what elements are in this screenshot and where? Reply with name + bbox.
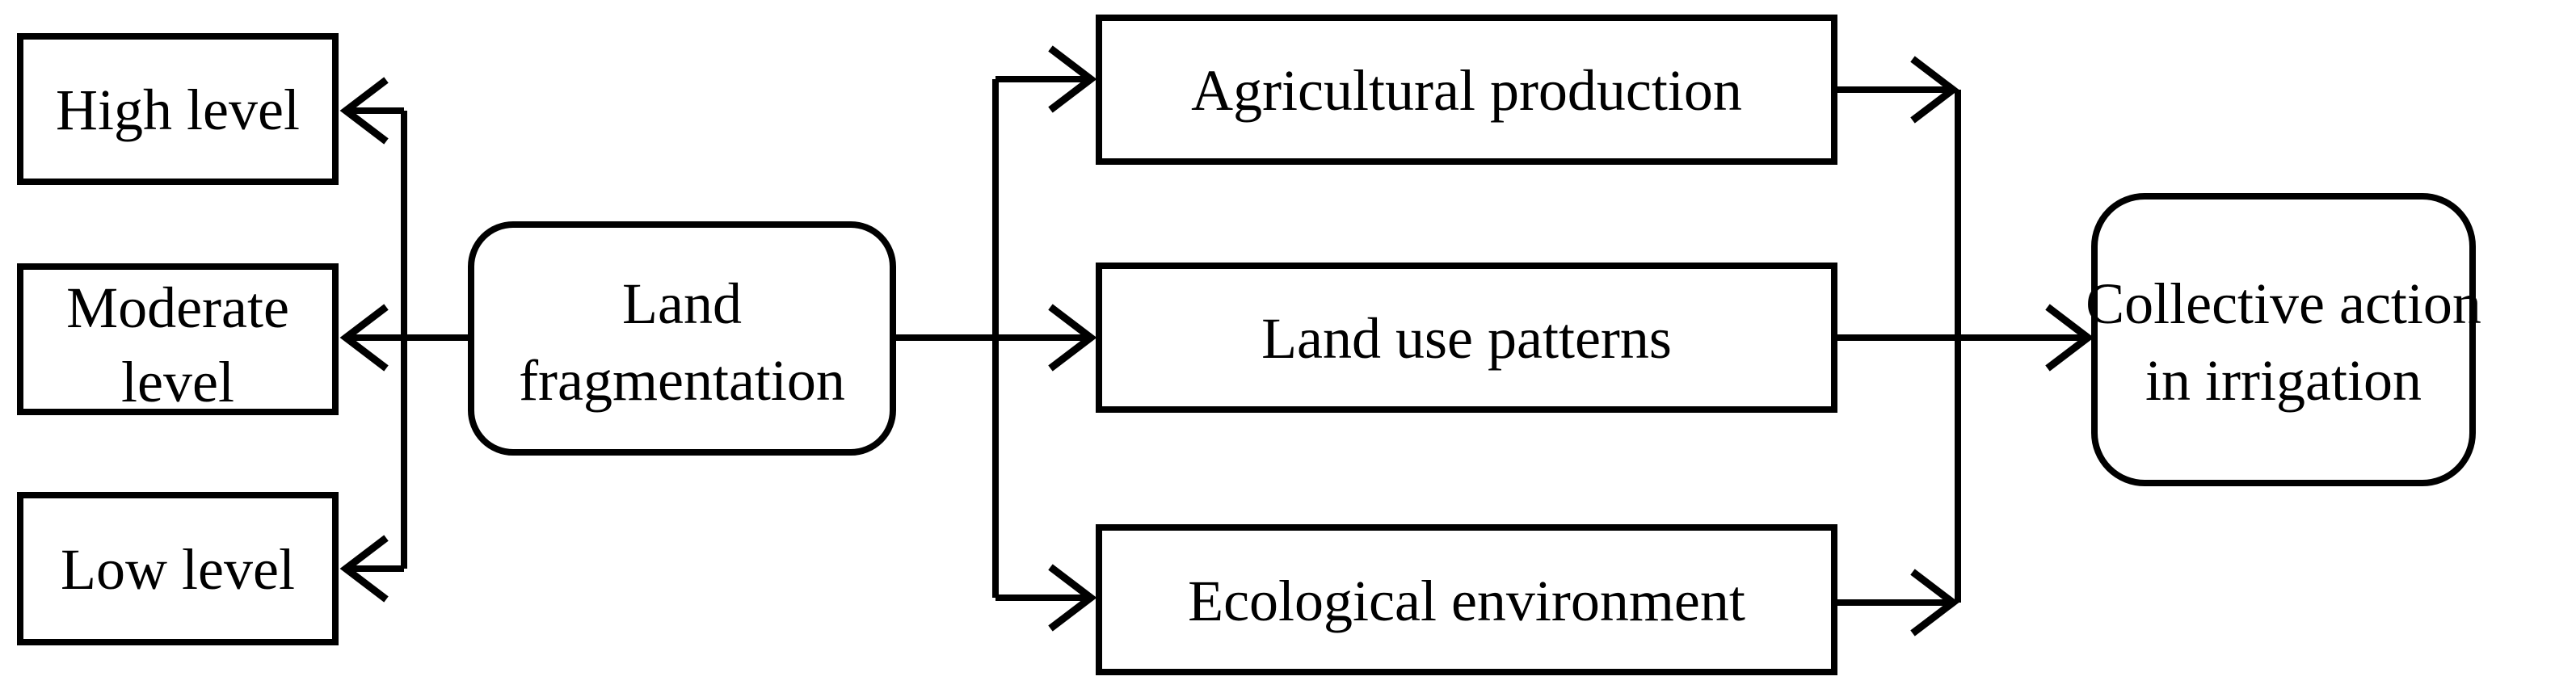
node-high-level: High level xyxy=(17,33,339,185)
node-ecological-environment: Ecological environment xyxy=(1096,524,1837,675)
node-low-level: Low level xyxy=(17,492,339,645)
low-level-label: Low level xyxy=(61,537,295,602)
land-fragmentation-label-line2: fragmentation xyxy=(519,348,845,413)
agricultural-production-label: Agricultural production xyxy=(1191,58,1742,123)
high-level-label: High level xyxy=(56,78,300,142)
land-use-patterns-label: Land use patterns xyxy=(1261,306,1672,371)
land-use-patterns-box xyxy=(1096,263,1837,413)
collective-action-box xyxy=(2091,193,2476,486)
land-fragmentation-label-line1: Land xyxy=(622,271,742,336)
node-land-use-patterns: Land use patterns xyxy=(1096,263,1837,413)
ecological-environment-box xyxy=(1096,524,1837,675)
moderate-level-label-line2: level xyxy=(121,350,234,414)
node-moderate-level: Moderate level xyxy=(17,263,339,415)
agricultural-production-box xyxy=(1096,15,1837,165)
moderate-level-box xyxy=(17,263,339,415)
node-land-fragmentation: Land fragmentation xyxy=(468,221,896,456)
node-collective-action: Collective action in irrigation xyxy=(2086,193,2481,486)
moderate-level-label-line1: Moderate xyxy=(66,275,289,340)
ecological-environment-label: Ecological environment xyxy=(1188,569,1745,633)
high-level-box xyxy=(17,33,339,185)
collective-action-label-line2: in irrigation xyxy=(2145,348,2422,413)
collective-action-label-line1: Collective action xyxy=(2086,271,2481,336)
node-agricultural-production: Agricultural production xyxy=(1096,15,1837,165)
low-level-box xyxy=(17,492,339,645)
land-fragmentation-box xyxy=(468,221,896,456)
